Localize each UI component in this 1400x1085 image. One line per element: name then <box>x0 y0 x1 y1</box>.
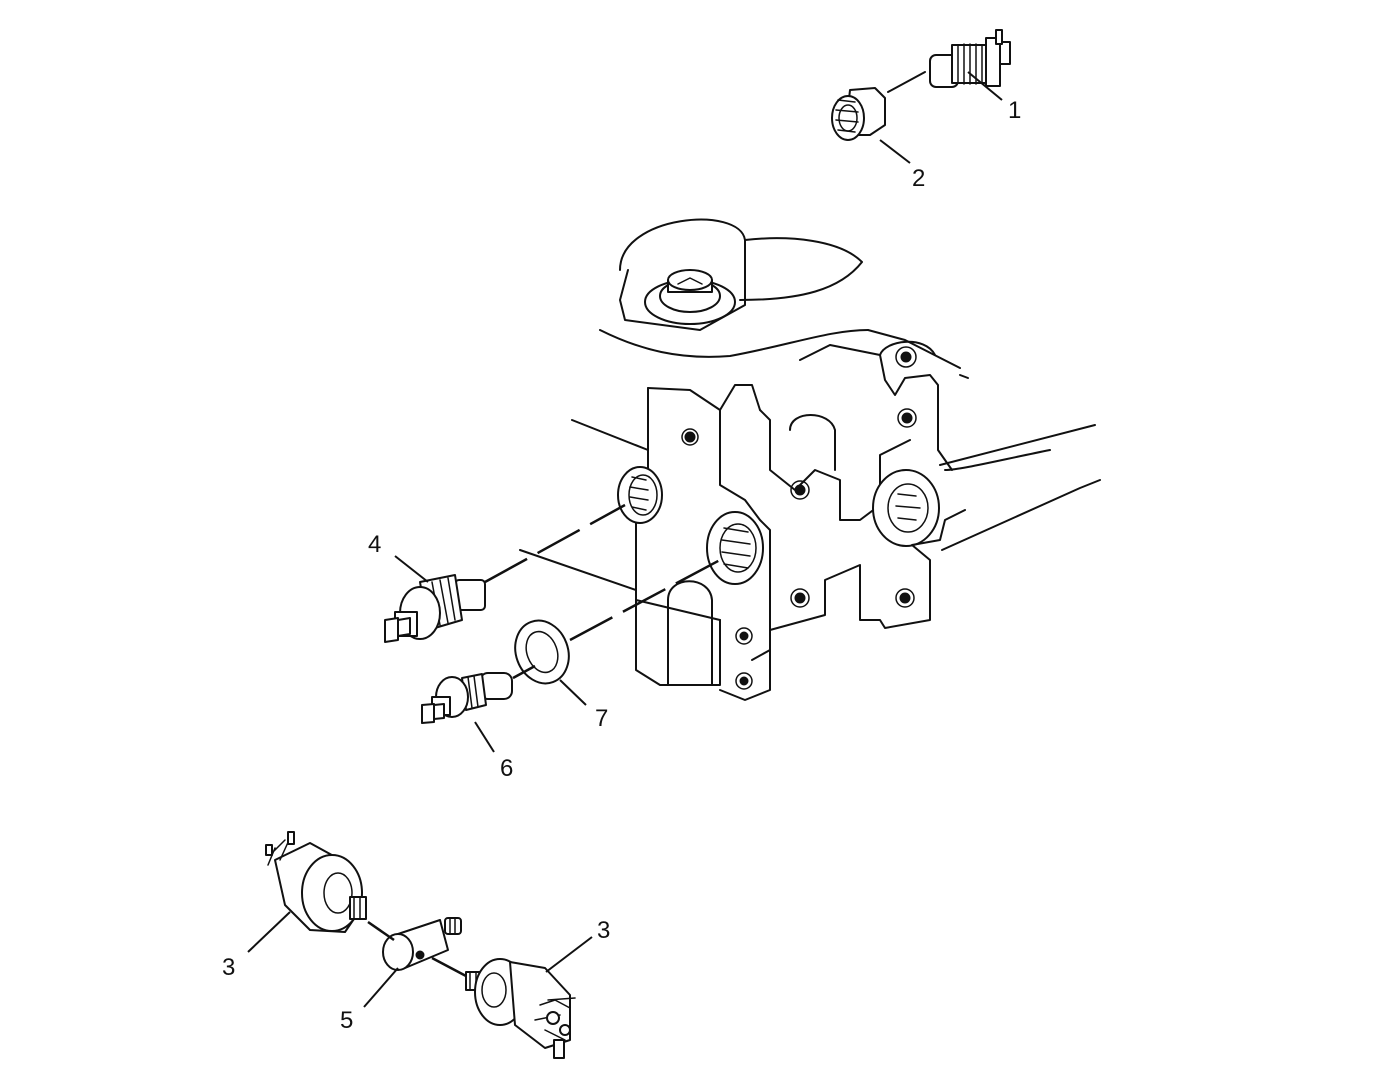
part-5-tee-fitting[interactable] <box>382 917 462 971</box>
part-2-adapter[interactable] <box>831 87 886 141</box>
threaded-port-main <box>706 511 764 585</box>
threaded-port-upper <box>617 466 663 524</box>
callout-2: 2 <box>912 165 925 192</box>
leader-lines <box>247 71 1003 1008</box>
callout-4: 4 <box>368 531 381 558</box>
part-1-sensor[interactable] <box>887 29 1011 93</box>
engine-housing <box>519 218 1101 701</box>
side-boss <box>872 469 940 547</box>
part-6-switch[interactable] <box>421 672 513 724</box>
callout-labels: 1 2 4 6 7 3 5 3 <box>222 97 1021 1034</box>
assembly-center-lines <box>367 503 721 978</box>
part-3-pressure-switch-right[interactable] <box>465 958 576 1059</box>
callout-5: 5 <box>340 1007 353 1034</box>
callout-1: 1 <box>1008 97 1021 124</box>
part-3-pressure-switch-left[interactable] <box>265 831 367 933</box>
callout-3-left: 3 <box>222 954 235 981</box>
callout-6: 6 <box>500 755 513 782</box>
bolt-head <box>644 269 736 325</box>
part-7-washer[interactable] <box>507 613 578 691</box>
callout-7: 7 <box>595 705 608 732</box>
callout-3-right: 3 <box>597 917 610 944</box>
part-4-sender[interactable] <box>384 574 486 643</box>
